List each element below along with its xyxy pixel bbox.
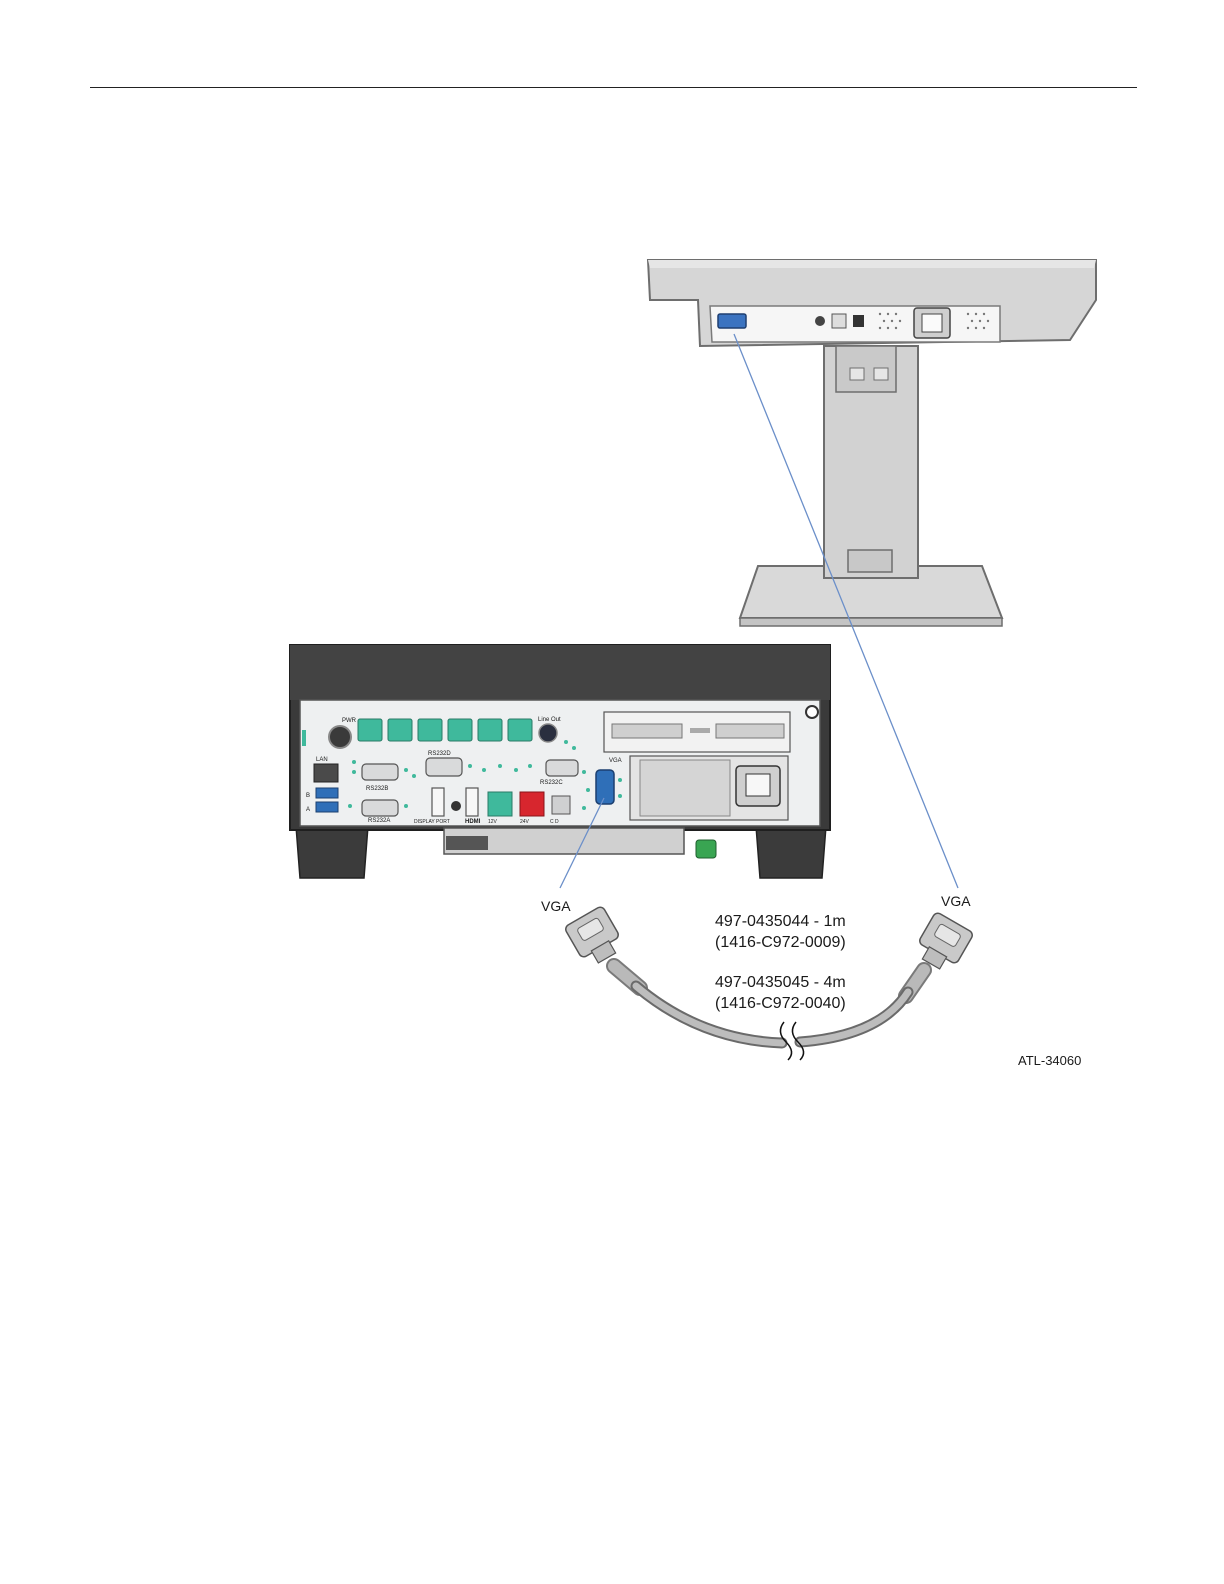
monitor-illustration	[648, 260, 1096, 626]
line-out-label: Line Out	[538, 717, 561, 723]
cd-label: C D	[550, 819, 559, 825]
monitor-vga-label: VGA	[941, 893, 971, 909]
cable-1m-part-number: 497-0435044 - 1m	[715, 913, 846, 930]
pwr-label: PWR	[342, 718, 357, 724]
12v-label: 12V	[488, 819, 498, 825]
cable-4m-alt-number: (1416-C972-0040)	[715, 995, 846, 1012]
lan-label: LAN	[316, 757, 328, 763]
cable-4m-part-number: 497-0435045 - 4m	[715, 974, 846, 991]
display-port-label: DISPLAY PORT	[414, 819, 450, 825]
24v-label: 24V	[520, 819, 530, 825]
rs232b-label: RS232B	[366, 786, 388, 792]
usb-b-label: B	[306, 793, 310, 799]
terminal-vga-port-icon	[596, 770, 614, 804]
terminal-vga-label: VGA	[541, 898, 571, 914]
monitor-vga-port-icon	[718, 314, 746, 328]
terminal-vga-small-label: VGA	[609, 758, 622, 764]
cable-1m-alt-number: (1416-C972-0009)	[715, 934, 846, 951]
rs232c-label: RS232C	[540, 780, 563, 786]
usb-a-label: A	[306, 807, 310, 813]
rs232d-label: RS232D	[428, 751, 451, 757]
terminal-illustration: PWR Line Out RS232D RS232C RS232B RS232A…	[290, 645, 830, 878]
hdmi-label: HDMI	[465, 819, 481, 825]
rs232a-label: RS232A	[368, 818, 390, 824]
figure-id: ATL-34060	[1018, 1053, 1081, 1068]
